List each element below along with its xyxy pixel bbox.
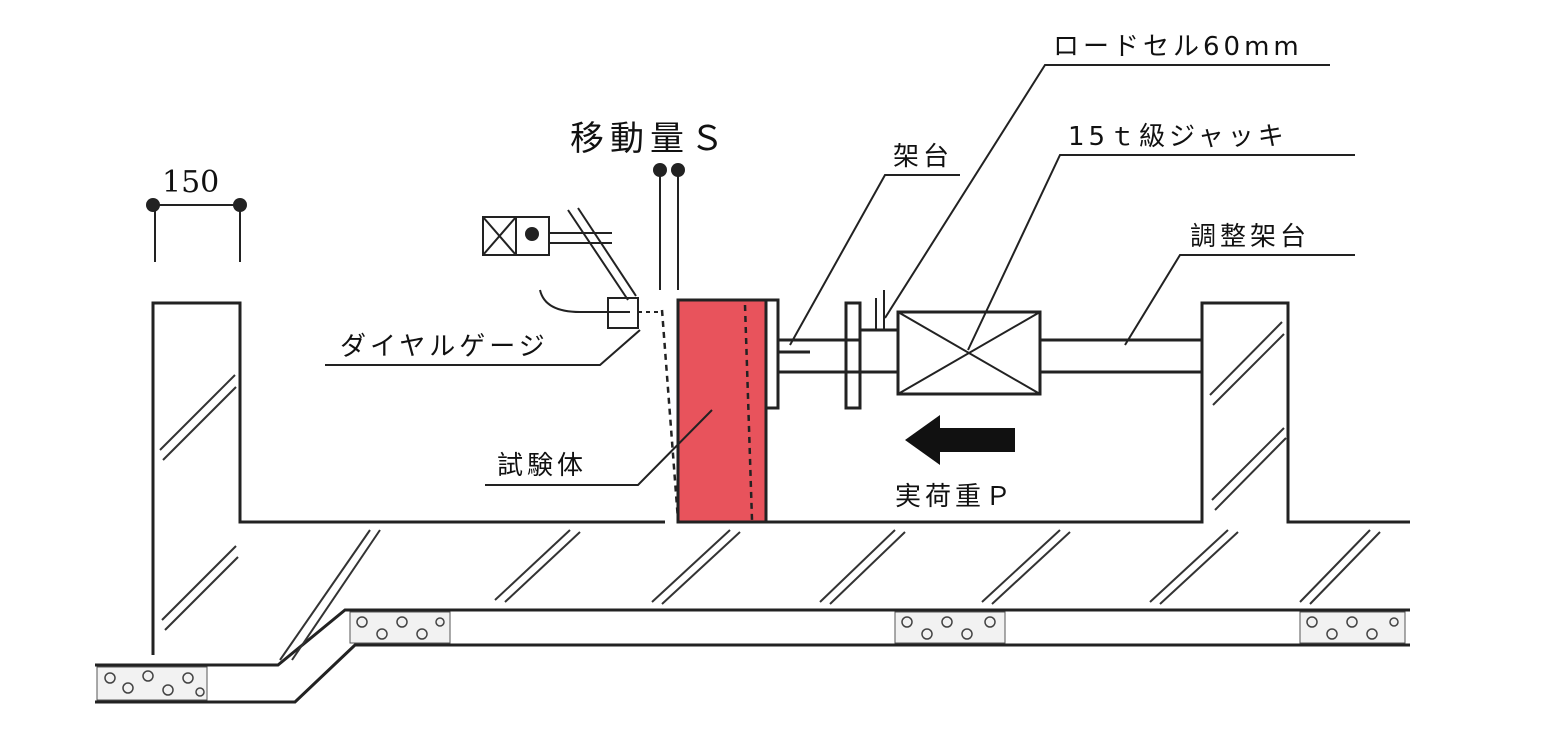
specimen-block (676, 298, 768, 524)
jack-label: 15ｔ級ジャッキ (1068, 122, 1288, 152)
dimension-150 (146, 198, 247, 262)
jack (896, 154, 1355, 396)
displacement-label: 移動量Ｓ (570, 119, 730, 159)
dimension-label: 150 (162, 165, 219, 200)
specimen-label: 試験体 (497, 451, 587, 481)
load-cell-leader (884, 64, 1330, 319)
displacement-markers (653, 163, 685, 290)
specimen (485, 298, 768, 524)
adjusting-stand (1040, 254, 1355, 374)
gravel-patches (96, 611, 1406, 701)
load-label: 実荷重Ｐ (895, 482, 1015, 512)
loading-stand (764, 174, 960, 410)
load-cell-label: ロードセル60mm (1053, 32, 1303, 62)
ground-hatching (159, 321, 1381, 661)
dial-gauge-label: ダイヤルゲージ (340, 332, 549, 362)
stand-label: 架台 (893, 142, 953, 172)
dial-gauge (325, 207, 660, 366)
adjust-stand-label: 調整架台 (1190, 222, 1310, 252)
load-arrow (905, 415, 1015, 465)
ground-outline (95, 301, 1410, 704)
